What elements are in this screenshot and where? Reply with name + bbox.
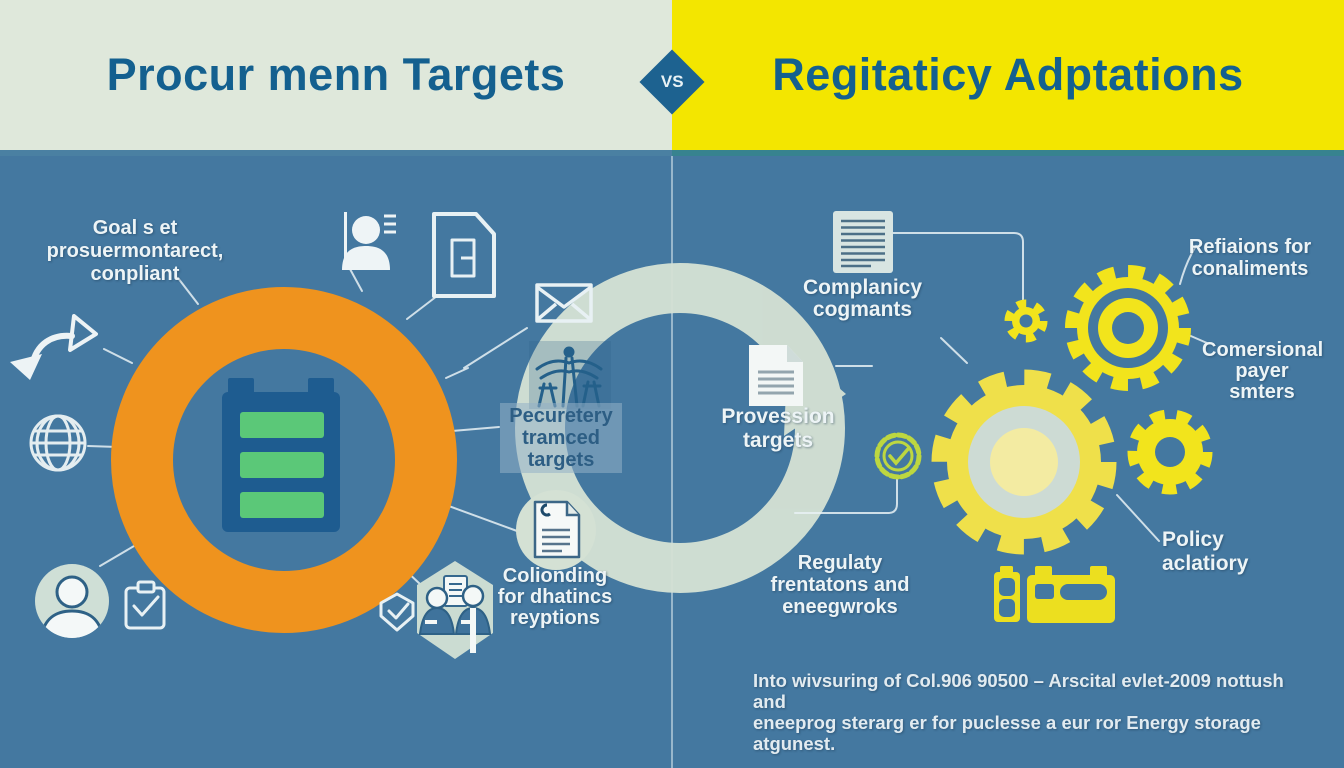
header-left: Procur menn Targets [0, 0, 672, 156]
globe-icon [29, 414, 87, 472]
colionding-note: Colionding for dhatincs reyptions [497, 565, 613, 629]
goal-note: Goal s et prosuermontarect, conpliant [46, 217, 224, 285]
center-divider [671, 156, 673, 768]
provession-label: Provession targets [721, 405, 835, 452]
large-ring-gear-icon [1065, 265, 1191, 391]
certified-gear-icon [874, 432, 922, 480]
comersional-note: Comersional payer smters [1202, 339, 1324, 403]
provision-document-icon [749, 345, 803, 406]
vs-label: VS [660, 72, 684, 91]
report-document-icon [516, 490, 596, 570]
envelope-icon [535, 283, 593, 323]
central-gear-icon [931, 369, 1117, 555]
regulaty-note: Regulaty frentatons and eneegwroks [770, 552, 910, 618]
growth-arrow-icon [10, 314, 98, 380]
compliance-document-icon [833, 211, 893, 273]
footer-caption: Into wivsuring of Col.906 90500 – Arscit… [753, 670, 1284, 754]
user-avatar-icon [35, 564, 109, 638]
refisions-note: Refiaions for conaliments [1188, 236, 1312, 280]
connector-lines [87, 232, 1208, 586]
document-icon [432, 212, 496, 298]
small-gear-icon [1004, 299, 1048, 343]
team-hexagon-icon [417, 561, 493, 659]
complanicy-note: Complanicy cogmants [802, 276, 923, 321]
medium-gear-icon [1127, 409, 1213, 495]
procurement-ring [111, 287, 457, 633]
small-battery-icon [994, 566, 1020, 622]
transmission-towers-icon [529, 341, 611, 409]
clipboard-check-icon [124, 580, 166, 630]
shield-check-icon [379, 592, 415, 632]
car-battery-icon [1027, 566, 1115, 623]
battery-icon [222, 378, 340, 532]
person-profile-icon [342, 212, 396, 270]
policy-note: Policy aclatiory [1162, 528, 1249, 575]
procurement-targets-label: Pecuretery tramced targets [500, 403, 622, 473]
left-title: Procur menn Targets [106, 49, 566, 100]
right-title: Regitaticy Adptations [772, 49, 1244, 100]
header-right: Regitaticy Adptations [672, 0, 1344, 156]
